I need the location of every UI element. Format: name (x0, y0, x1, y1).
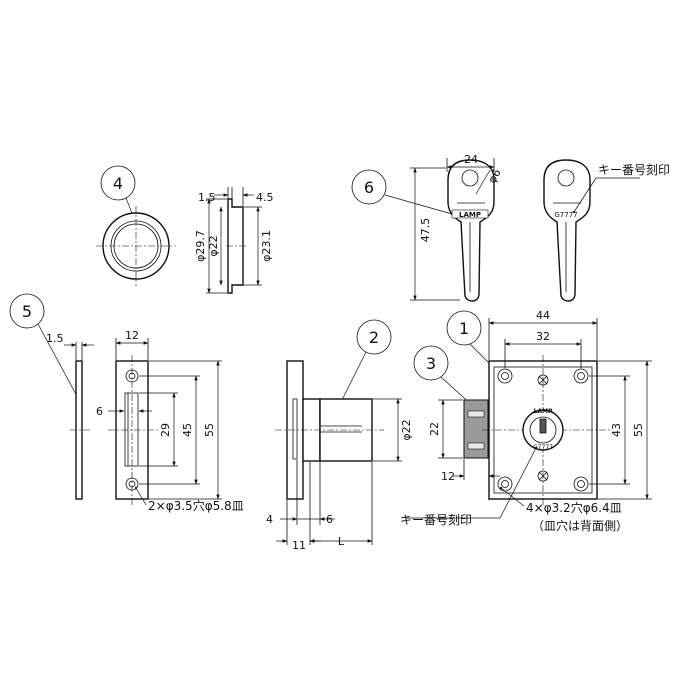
keyhole (539, 418, 547, 434)
part-2-dim-L: L (338, 535, 345, 548)
part-3-number: 3 (426, 354, 436, 373)
screws (537, 374, 549, 482)
part-4-ring: 4 1.5 4.5 φ29.7 φ22 φ23.1 (96, 165, 274, 294)
part-4-bubble (100, 165, 136, 201)
part-1-hole-note-sub: （皿穴は背面側） (532, 518, 628, 533)
part-2-dim-phi22: φ22 (400, 419, 413, 440)
part-2-dim-6: 6 (326, 513, 333, 526)
part-2-bubble (356, 319, 392, 355)
key-code: G7777 (554, 211, 577, 219)
part-5-dim-12: 12 (125, 329, 139, 342)
part-6-dim-phi6: φ6 (485, 167, 503, 186)
part-1-lock-front: 1 3 LAMP G7777 (400, 309, 652, 533)
part-1-key-number-note: キー番号刻印 (400, 513, 472, 527)
part-5-hole-note: 2×φ3.5穴φ5.8皿 (148, 498, 244, 513)
part-5-bubble (9, 293, 45, 329)
part-1-hole-note: 4×φ3.2穴φ6.4皿 (526, 500, 622, 515)
part-4-dim-4-5: 4.5 (256, 191, 274, 204)
part-6-dim-24: 24 (464, 153, 478, 166)
key-brand: LAMP (459, 211, 481, 219)
part-5-dim-29: 29 (159, 423, 172, 437)
key-back: G7777 (543, 159, 591, 302)
part-5-strike-plate: 5 1.5 12 6 29 45 (9, 293, 244, 513)
part-1-bubble (446, 310, 482, 346)
part-2-dim-4: 4 (266, 513, 273, 526)
part-4-number: 4 (113, 174, 123, 193)
cylinder-code: G7777 (533, 444, 553, 451)
part-1-number: 1 (459, 319, 469, 338)
part-4-dim-1-5: 1.5 (198, 191, 216, 204)
part-1-dim-44: 44 (536, 309, 550, 322)
part-1-dim-12: 12 (441, 470, 455, 483)
part-5-dim-1-5: 1.5 (46, 332, 64, 345)
part-6-dim-47-5: 47.5 (419, 218, 432, 243)
part-5-number: 5 (22, 302, 32, 321)
part-1-dim-22: 22 (428, 422, 441, 436)
part-1-dim-55: 55 (632, 423, 645, 437)
part-5-dim-55: 55 (203, 423, 216, 437)
part-3-bubble (413, 345, 449, 381)
part-2-dim-11: 11 (292, 539, 306, 552)
part-2-lock-side: 2 φ22 4 6 11 L (266, 319, 413, 552)
part-4-dim-phi22: φ22 (207, 235, 220, 256)
part-6-number: 6 (364, 178, 374, 197)
part-1-dim-43: 43 (610, 423, 623, 437)
part-6-keys: 6 LAMP 24 φ6 47.5 G7777 (351, 153, 670, 302)
key-front: LAMP (447, 159, 495, 302)
part-4-dim-phi23-1: φ23.1 (260, 230, 273, 262)
part-1-dim-32: 32 (536, 330, 550, 343)
part-4-dim-phi29-7: φ29.7 (194, 230, 207, 262)
part-2-number: 2 (369, 328, 379, 347)
key-number-note: キー番号刻印 (598, 163, 670, 177)
part-6-bubble (351, 169, 387, 205)
part-5-dim-45: 45 (181, 423, 194, 437)
part-5-dim-6: 6 (96, 405, 103, 418)
cylinder-brand: LAMP (534, 408, 553, 415)
